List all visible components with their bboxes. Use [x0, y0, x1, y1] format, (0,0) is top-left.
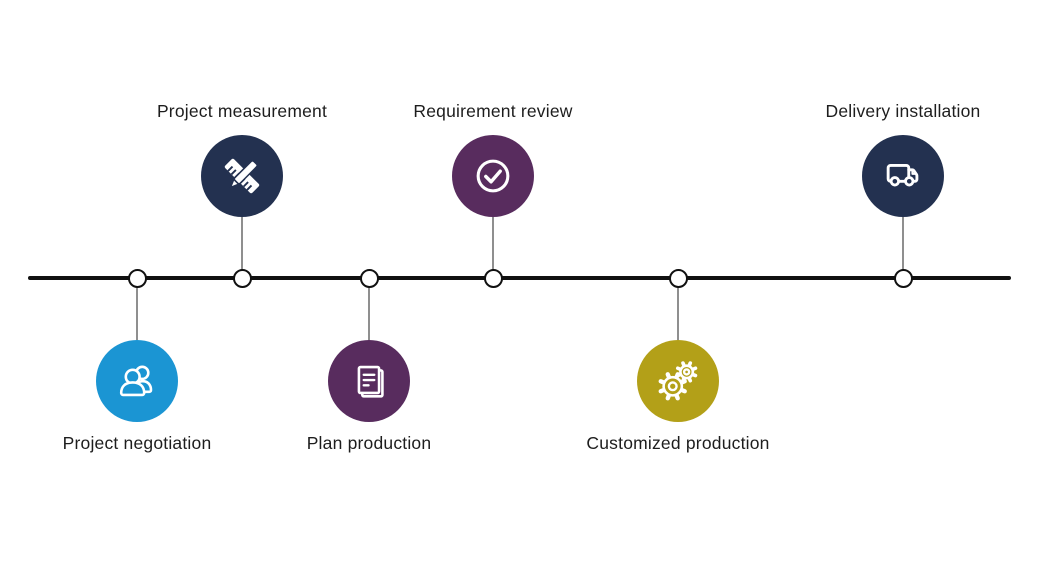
timeline-node	[359, 268, 379, 288]
step-label: Project measurement	[156, 101, 328, 121]
step-label: Project negotiation	[62, 433, 212, 453]
connector-line	[492, 217, 494, 270]
timeline-line	[28, 276, 1011, 280]
step-icon-circle	[96, 340, 178, 422]
step-icon-circle	[862, 135, 944, 217]
document-icon	[357, 365, 384, 398]
step-label: Requirement review	[413, 101, 573, 121]
timeline-node	[668, 268, 688, 288]
ruler-pencil-icon	[224, 158, 260, 194]
step-icon-circle	[637, 340, 719, 422]
timeline-node	[893, 268, 913, 288]
truck-icon	[886, 164, 919, 187]
connector-line	[677, 286, 679, 340]
check-icon	[476, 159, 510, 193]
timeline-node	[483, 268, 503, 288]
step-icon-circle	[201, 135, 283, 217]
timeline-node	[232, 268, 252, 288]
step-label: Delivery installation	[825, 101, 981, 121]
connector-line	[241, 217, 243, 270]
step-label: Customized production	[586, 433, 770, 453]
step-icon-circle	[452, 135, 534, 217]
step-icon-circle	[328, 340, 410, 422]
gears-icon	[658, 361, 698, 401]
connector-line	[368, 286, 370, 340]
step-label: Plan production	[306, 433, 432, 453]
connector-line	[136, 286, 138, 340]
connector-line	[902, 217, 904, 270]
people-icon	[119, 365, 153, 397]
timeline-node	[127, 268, 147, 288]
